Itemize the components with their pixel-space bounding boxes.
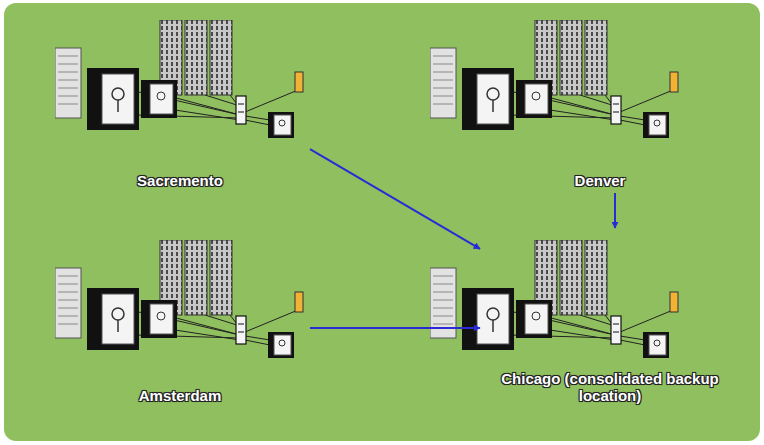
backup-arrow (310, 327, 480, 329)
server-cluster (430, 240, 678, 358)
site-node: Sacremento (50, 8, 310, 193)
site-label: Chicago (consolidated backup location) (480, 370, 740, 404)
site-node: Denver (470, 8, 730, 193)
server-cluster (55, 240, 303, 358)
site-node: Chicago (consolidated backup location) (480, 228, 740, 408)
site-label: Sacremento (50, 172, 310, 189)
backup-arrow (614, 193, 616, 228)
background-panel (4, 3, 760, 441)
site-label: Amsterdam (50, 387, 310, 404)
site-node: Amsterdam (50, 228, 310, 408)
server-cluster (55, 20, 303, 138)
site-label: Denver (470, 172, 730, 189)
server-cluster (430, 20, 678, 138)
backup-arrow (310, 149, 480, 249)
